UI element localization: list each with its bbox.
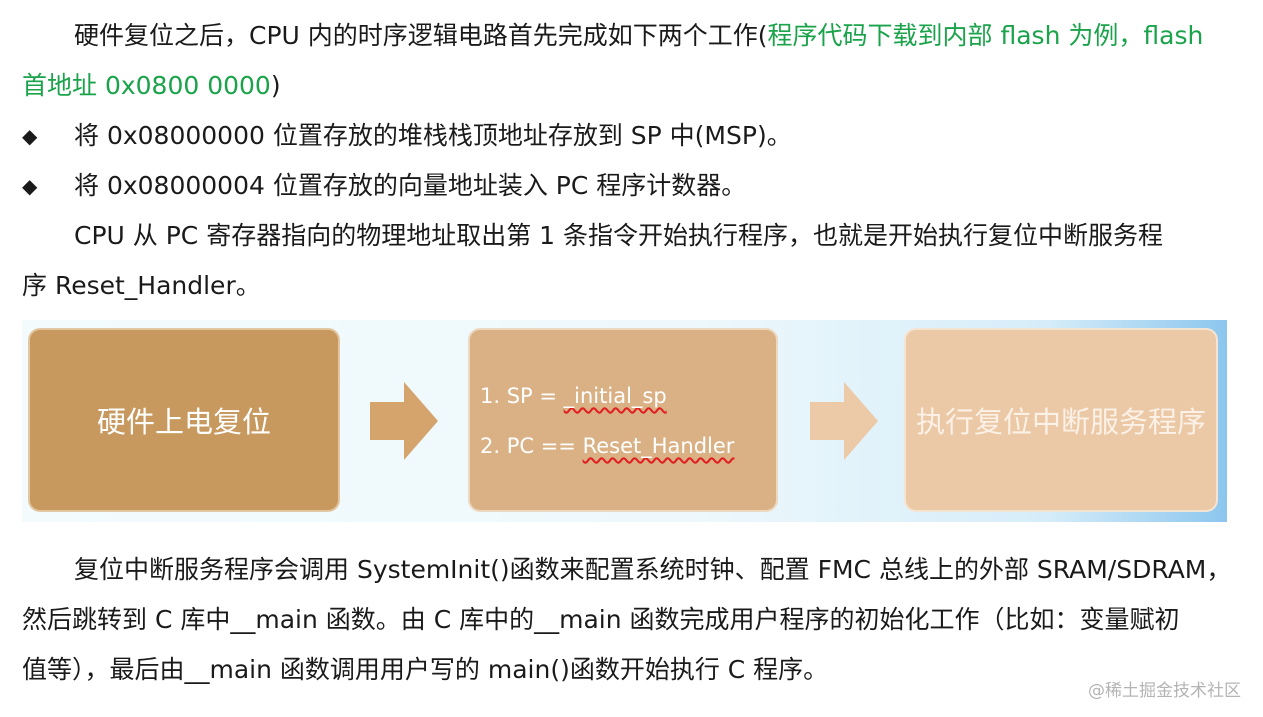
flow-box-register-init: 1. SP = _initial_sp 2. PC == Reset_Handl… [468,328,778,512]
flow-box-reset-handler: 执行复位中断服务程序 [904,328,1218,512]
flow-step-pc: 2. PC == Reset_Handler [480,434,734,458]
boot-flow-diagram: 硬件上电复位 1. SP = _initial_sp 2. PC == Rese… [22,320,1227,522]
flow-step-sp-prefix: 1. SP = [480,384,564,408]
flow-box-power-reset-label: 硬件上电复位 [96,405,271,439]
bullet-text: 将 0x08000004 位置存放的向量地址装入 PC 程序计数器。 [74,171,747,200]
para1-line2: 首地址 0x0800 0000) [22,70,281,102]
para2-line2: 序 Reset_Handler。 [22,271,261,300]
watermark: @稀土掘金技术社区 [1088,681,1241,701]
flow-step-pc-value: Reset_Handler [582,434,735,458]
flow-step-sp: 1. SP = _initial_sp [480,384,667,408]
para2-line1: CPU 从 PC 寄存器指向的物理地址取出第 1 条指令开始执行程序，也就是开始… [74,221,1164,250]
diamond-bullet-icon: ◆ [22,124,38,148]
para3-line2: 然后跳转到 C 库中__main 函数。由 C 库中的__main 函数完成用户… [22,605,1180,634]
right-arrow-icon [370,382,438,460]
flow-step-pc-prefix: 2. PC == [480,434,583,458]
flow-step-sp-value: _initial_sp [563,384,667,408]
para1-green-address: 首地址 0x0800 0000 [22,71,271,100]
para3-line1: 复位中断服务程序会调用 SystemInit()函数来配置系统时钟、配置 FMC… [74,555,1232,584]
bullet-text: 将 0x08000000 位置存放的堆栈栈顶地址存放到 SP 中(MSP)。 [74,121,792,150]
para1-text: 硬件复位之后，CPU 内的时序逻辑电路首先完成如下两个工作( [74,21,768,50]
para1-green-text: 程序代码下载到内部 flash 为例，flash [767,21,1204,50]
para1-line1: 硬件复位之后，CPU 内的时序逻辑电路首先完成如下两个工作(程序代码下载到内部 … [22,20,1203,52]
flow-box-reset-handler-label: 执行复位中断服务程序 [915,405,1206,439]
para1-close: ) [270,71,281,100]
bullet-item: ◆ 将 0x08000000 位置存放的堆栈栈顶地址存放到 SP 中(MSP)。 [22,120,792,152]
para3-line3: 值等），最后由__main 函数调用用户写的 main()函数开始执行 C 程序… [22,655,829,684]
flow-box-power-reset: 硬件上电复位 [28,328,340,512]
right-arrow-icon [810,382,878,460]
diamond-bullet-icon: ◆ [22,174,38,198]
bullet-item: ◆ 将 0x08000004 位置存放的向量地址装入 PC 程序计数器。 [22,170,746,202]
